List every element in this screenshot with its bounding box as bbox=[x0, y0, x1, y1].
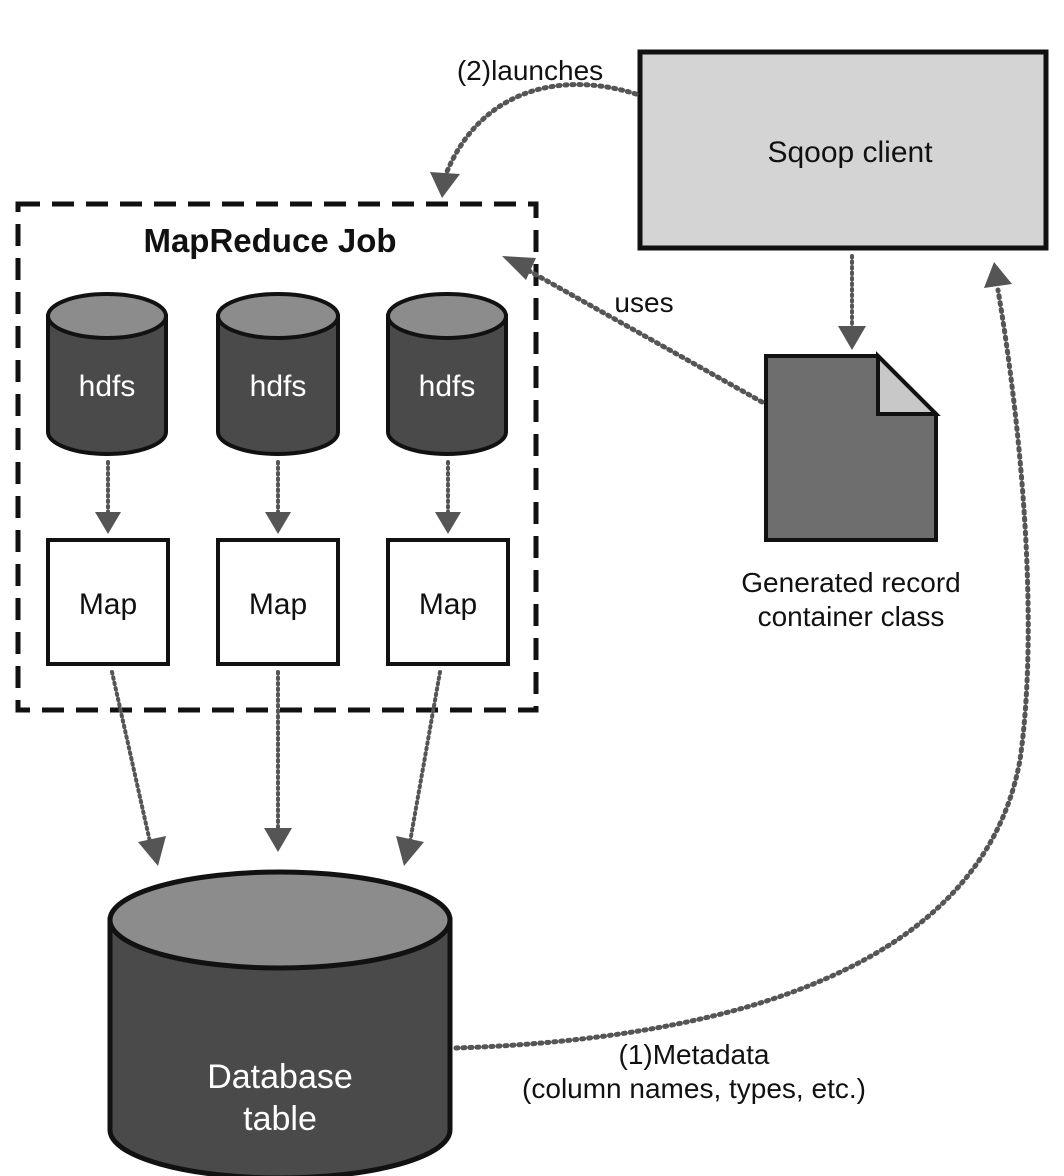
edge-hdfs-to-map-2 bbox=[265, 460, 291, 534]
mapreduce-job-title: MapReduce Job bbox=[143, 222, 396, 259]
hdfs-label-1: hdfs bbox=[79, 370, 136, 403]
edge-uses: uses bbox=[502, 256, 765, 405]
map-label-2: Map bbox=[249, 588, 307, 621]
map-node-3: Map bbox=[386, 538, 510, 666]
edge-metadata-label-line1: (1)Metadata bbox=[619, 1039, 770, 1070]
sqoop-client-label: Sqoop client bbox=[767, 136, 933, 169]
generated-record-label-line1: Generated record bbox=[741, 567, 960, 598]
edge-uses-label: uses bbox=[614, 287, 673, 318]
generated-record-class-node: Generated record container class bbox=[741, 351, 961, 632]
database-label-line1: Database bbox=[207, 1058, 353, 1096]
hdfs-node-3: hdfs bbox=[386, 292, 508, 456]
map-node-2: Map bbox=[216, 538, 340, 666]
edge-hdfs-to-map-1 bbox=[95, 460, 121, 534]
map-label-3: Map bbox=[419, 588, 477, 621]
edge-launches-label: (2)launches bbox=[457, 55, 603, 86]
edge-metadata-label-line2: (column names, types, etc.) bbox=[522, 1073, 866, 1104]
map-node-1: Map bbox=[46, 538, 170, 666]
database-table-node: Database table bbox=[107, 869, 453, 1176]
hdfs-node-2: hdfs bbox=[216, 292, 340, 456]
edge-map-to-database-2 bbox=[264, 670, 292, 852]
edge-launches: (2)launches bbox=[430, 55, 639, 198]
edge-sqoop-to-generated-class bbox=[838, 254, 866, 350]
generated-record-label-line2: container class bbox=[758, 601, 945, 632]
map-label-1: Map bbox=[79, 588, 137, 621]
edge-map-to-database-1 bbox=[110, 670, 166, 866]
edge-hdfs-to-map-3 bbox=[435, 460, 461, 534]
database-label-line2: table bbox=[243, 1100, 317, 1138]
mapreduce-job-container: MapReduce Job bbox=[15, 201, 539, 713]
edge-metadata: (1)Metadata (column names, types, etc.) bbox=[453, 262, 1031, 1104]
sqoop-client-node: Sqoop client bbox=[637, 49, 1049, 251]
hdfs-node-1: hdfs bbox=[46, 292, 168, 456]
hdfs-label-3: hdfs bbox=[419, 370, 476, 403]
hdfs-label-2: hdfs bbox=[250, 370, 307, 403]
edge-map-to-database-3 bbox=[396, 670, 442, 866]
